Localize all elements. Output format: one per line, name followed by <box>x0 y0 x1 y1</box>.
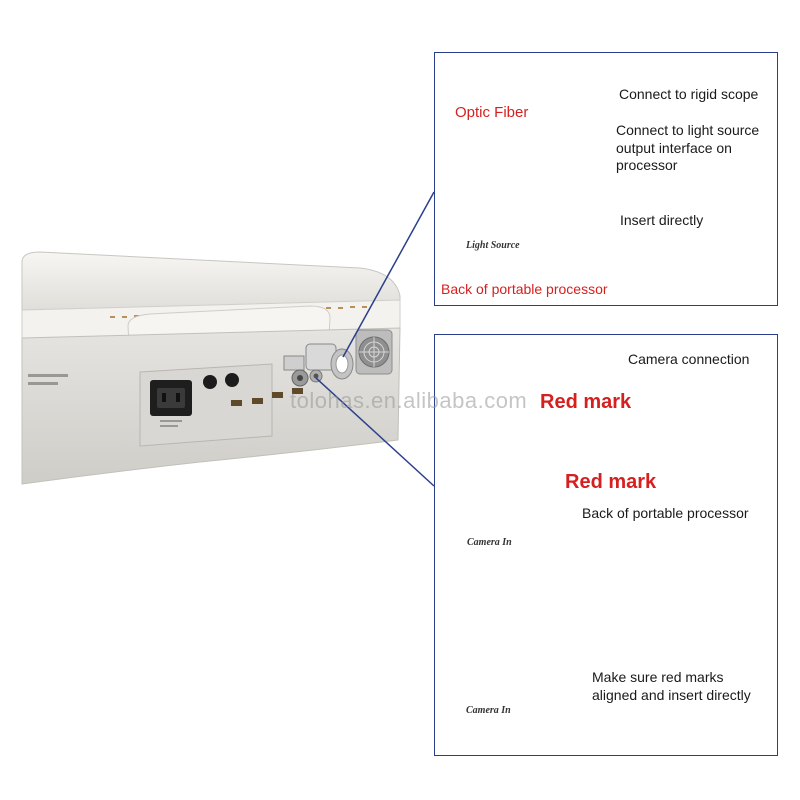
callout-rigid-scope: Connect to rigid scope <box>619 86 759 102</box>
leader-line-light-source <box>342 191 435 358</box>
port-4 <box>292 388 303 394</box>
camera-in-stamp-1: Camera In <box>467 537 512 548</box>
top-instruction-panel <box>434 52 778 306</box>
fuse-holder-2 <box>225 373 239 387</box>
red-mark-label-1: Red mark <box>540 391 632 413</box>
leader-line-camera <box>315 377 435 487</box>
callout-light-source-line1: Connect to light source <box>616 122 760 138</box>
red-mark-label-2: Red mark <box>565 471 657 493</box>
port-2 <box>252 398 263 404</box>
callout-align-line1: Make sure red marks <box>592 669 724 685</box>
watermark: tolohas.en.alibaba.com <box>290 388 528 413</box>
optic-fiber-label: Optic Fiber <box>455 104 529 121</box>
light-source-stamp: Light Source <box>466 240 520 251</box>
callout-back-of-processor: Back of portable processor <box>582 505 749 521</box>
callout-insert-directly: Insert directly <box>620 212 704 228</box>
cooling-fan-grill <box>355 329 393 375</box>
port-3 <box>272 392 283 398</box>
callout-light-source-line2: output interface on <box>616 140 732 156</box>
top-panel-caption: Back of portable processor <box>441 281 608 297</box>
bottom-instruction-panel <box>434 334 778 756</box>
fuse-holder-1 <box>203 375 217 389</box>
camera-in-stamp-2: Camera In <box>466 705 511 716</box>
portable-processor-device <box>21 251 401 485</box>
port-1 <box>231 400 242 406</box>
camera-in-connector <box>283 343 337 387</box>
callout-camera-connection: Camera connection <box>628 351 750 367</box>
callout-light-source-line3: processor <box>616 157 678 173</box>
callout-align-line2: aligned and insert directly <box>592 687 751 703</box>
light-source-port <box>330 348 354 380</box>
